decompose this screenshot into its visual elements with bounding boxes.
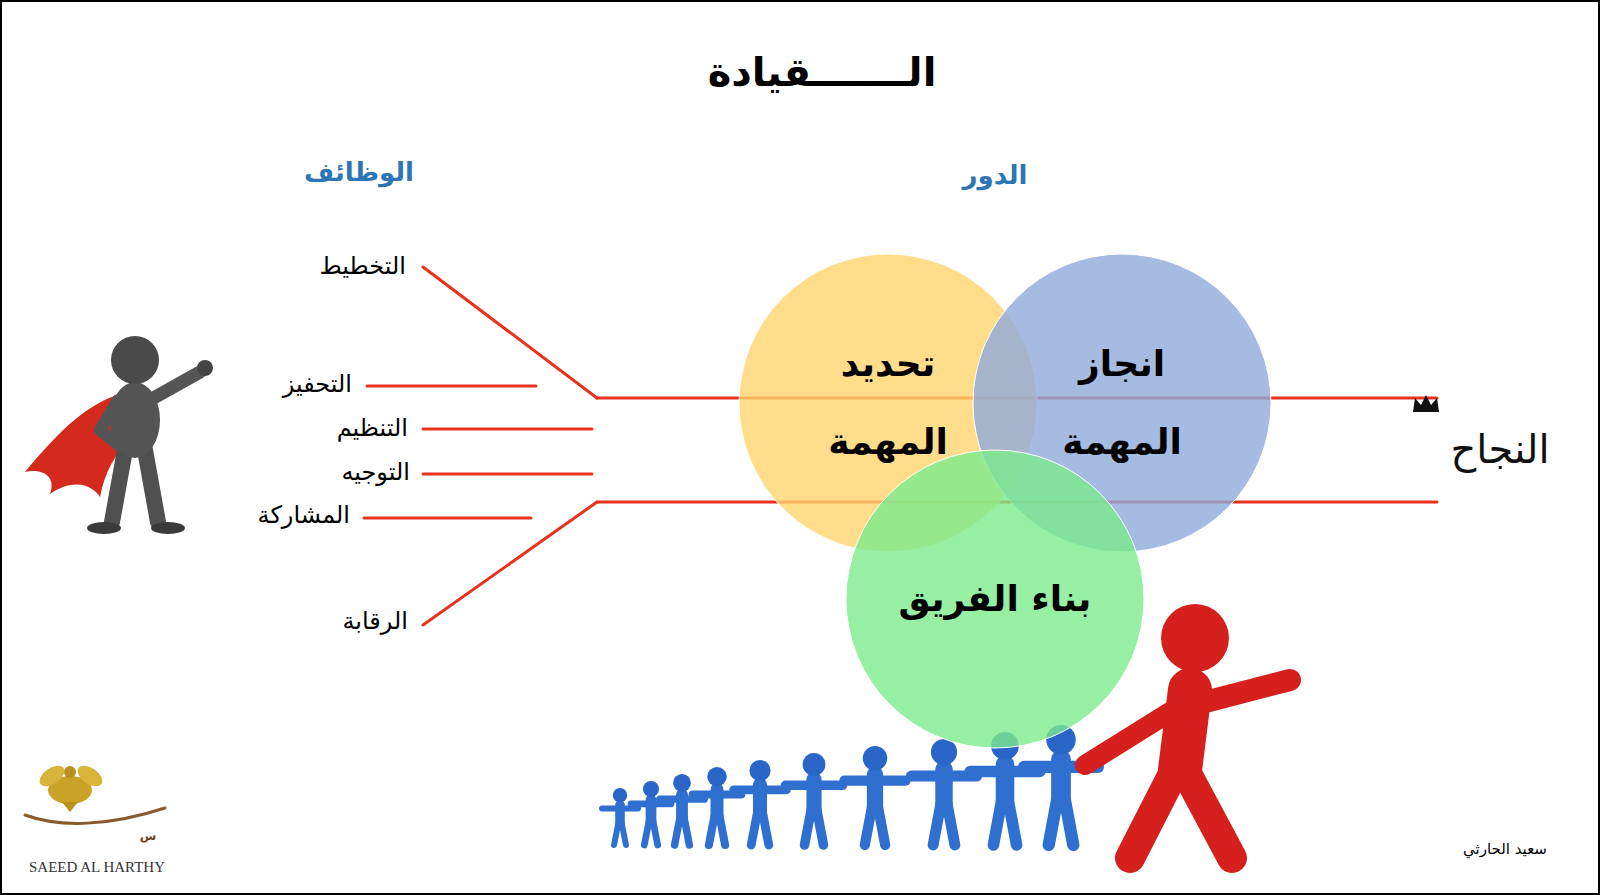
section-heading: الدور: [963, 160, 1028, 191]
logo-wing: [36, 761, 68, 790]
figure-torso: [646, 800, 657, 821]
leader-line: [364, 517, 531, 520]
figure-head: [749, 760, 770, 781]
figure-torso: [753, 785, 767, 813]
figure-leg: [751, 813, 757, 845]
figure-torso: [996, 764, 1015, 801]
figure-leg: [1065, 799, 1074, 845]
figure-torso: [935, 770, 952, 805]
figure-head: [863, 746, 887, 770]
figure-leg: [614, 824, 618, 845]
crown-icon: [1413, 395, 1439, 412]
figure-leg: [933, 804, 941, 845]
leader-line: [367, 385, 536, 388]
figure-torso: [1051, 759, 1071, 798]
logo-text: SAEED AL HARTHY: [29, 858, 165, 876]
leader-line: [423, 267, 597, 398]
figure-head: [673, 774, 691, 792]
circle-content: بناء الفريق: [899, 576, 1092, 623]
figure-foot: [151, 522, 185, 534]
leader-figure: [25, 336, 213, 534]
leader-line: [423, 428, 592, 431]
logo-swirl: [25, 808, 165, 823]
figure-leg: [112, 450, 125, 522]
logo: [25, 761, 165, 823]
team-member-figure: [660, 774, 704, 845]
figure-leg: [719, 816, 725, 845]
figure-head: [1161, 604, 1229, 672]
figure-head: [707, 767, 726, 786]
figure-leg: [817, 810, 824, 845]
figure-leg: [675, 818, 680, 845]
figure-leg: [878, 807, 885, 845]
figure-arm: [150, 372, 200, 400]
logo-head: [64, 766, 76, 778]
team-member-figure: [844, 746, 905, 845]
figure-head: [931, 739, 957, 765]
figure-head: [111, 336, 159, 384]
circle-text: انجاز المهمة: [1062, 325, 1182, 481]
figure-torso: [676, 795, 688, 819]
figure-leg: [644, 821, 649, 845]
logo-tail: [62, 802, 78, 812]
team-member-figure: [734, 760, 787, 845]
author-name: سعيد الحارثي: [1463, 840, 1547, 858]
figure-arm: [1205, 680, 1290, 702]
figure-leg: [1049, 799, 1058, 845]
figure-head: [803, 753, 826, 776]
outcome-label: النجاح: [1450, 425, 1549, 473]
function-label: الرقابة: [342, 607, 408, 636]
figure-torso: [806, 780, 821, 810]
figure-torso: [867, 775, 883, 808]
circle-content: تحديد المهمة: [828, 325, 948, 481]
team-member-figure: [631, 781, 671, 845]
figure-leg: [622, 824, 626, 845]
figure-torso: [711, 790, 724, 816]
circle-content: انجاز المهمة: [1062, 325, 1182, 481]
function-label: التخطيط: [320, 252, 406, 281]
function-label: التوجيه: [341, 458, 410, 487]
figure-arm: [1085, 712, 1170, 765]
circle-shape: [846, 450, 1144, 748]
function-label: التحفيز: [283, 370, 352, 399]
slide-title: الـــــــقيادة: [708, 48, 937, 96]
figure-leg: [805, 810, 812, 845]
figure-leg: [947, 804, 955, 845]
figure-foot: [87, 522, 121, 534]
figure-hand: [197, 360, 213, 376]
figure-leg: [684, 818, 689, 845]
team-member-figure: [970, 732, 1040, 845]
figure-arm: [100, 400, 120, 446]
figure-torso: [615, 805, 625, 824]
figure-leg: [865, 807, 872, 845]
figure-leg: [145, 450, 158, 522]
figure-head: [613, 788, 627, 802]
figure-torso: [1180, 690, 1190, 770]
figure-leg: [709, 816, 715, 845]
team-member-figure: [602, 788, 638, 845]
team-member-figure: [911, 739, 976, 845]
figure-head: [643, 781, 659, 797]
logo-letter: س: [140, 829, 157, 843]
figure-leg: [763, 813, 769, 845]
circle-text: بناء الفريق: [899, 576, 1092, 623]
leader-line: [423, 473, 592, 476]
figure-leg: [1008, 802, 1016, 845]
team-member-figure: [693, 767, 742, 845]
logo-wing: [74, 761, 106, 790]
figure-leg: [653, 821, 658, 845]
function-label: التنظيم: [337, 414, 408, 443]
function-label: المشاركة: [258, 501, 350, 530]
team-member-figure: [786, 753, 843, 845]
figure-leg: [993, 802, 1001, 845]
circle-text: تحديد المهمة: [828, 325, 948, 481]
leader-line: [423, 502, 597, 625]
section-heading: الوظائف: [304, 157, 414, 188]
team-circle: بناء الفريق: [845, 449, 1145, 749]
